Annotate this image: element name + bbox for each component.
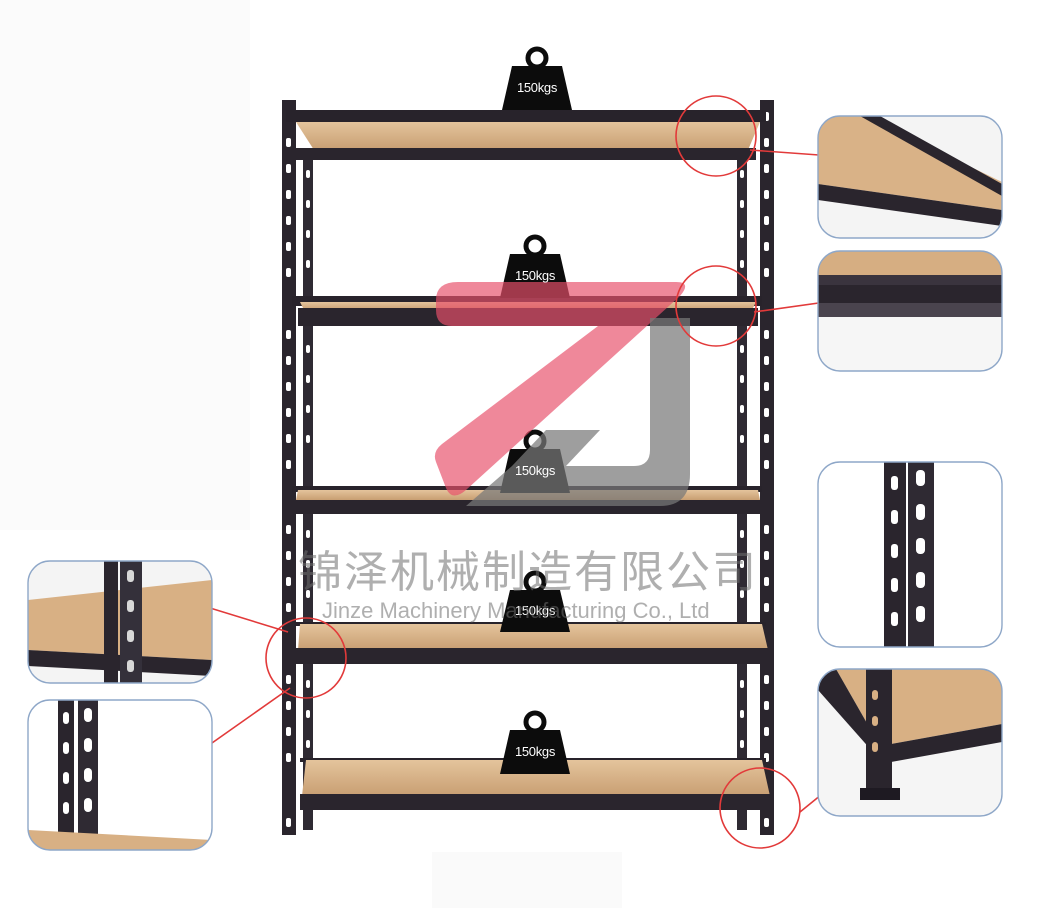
watermark-company-en: Jinze Machinery Manufacturing Co., Ltd — [322, 598, 710, 623]
load-label-2: 150kgs — [514, 268, 556, 283]
detail-inset-upright — [817, 461, 1003, 648]
shelf-top — [286, 110, 766, 160]
floor-shadow — [432, 852, 622, 908]
watermark-company-cn: 锦泽机械制造有限公司 — [298, 547, 758, 598]
shelf-bottom — [300, 758, 770, 810]
load-label-bottom: 150kgs — [514, 744, 556, 759]
load-label-3: 150kgs — [514, 463, 556, 478]
load-label-top: 150kgs — [516, 80, 558, 95]
detail-highlight-circles — [265, 95, 801, 849]
detail-inset-top-edge — [817, 115, 1003, 239]
watermark-logo — [434, 282, 690, 506]
detail-inset-upright-base — [27, 699, 213, 851]
detail-inset-beam — [817, 250, 1003, 372]
detail-inset-corner — [27, 560, 213, 684]
weight-icon — [502, 46, 572, 110]
background-panel — [0, 0, 250, 530]
weight-icon — [500, 570, 570, 632]
weight-icon — [500, 710, 570, 774]
load-label-4: 150kgs — [514, 603, 556, 618]
detail-inset-foot — [817, 668, 1003, 817]
